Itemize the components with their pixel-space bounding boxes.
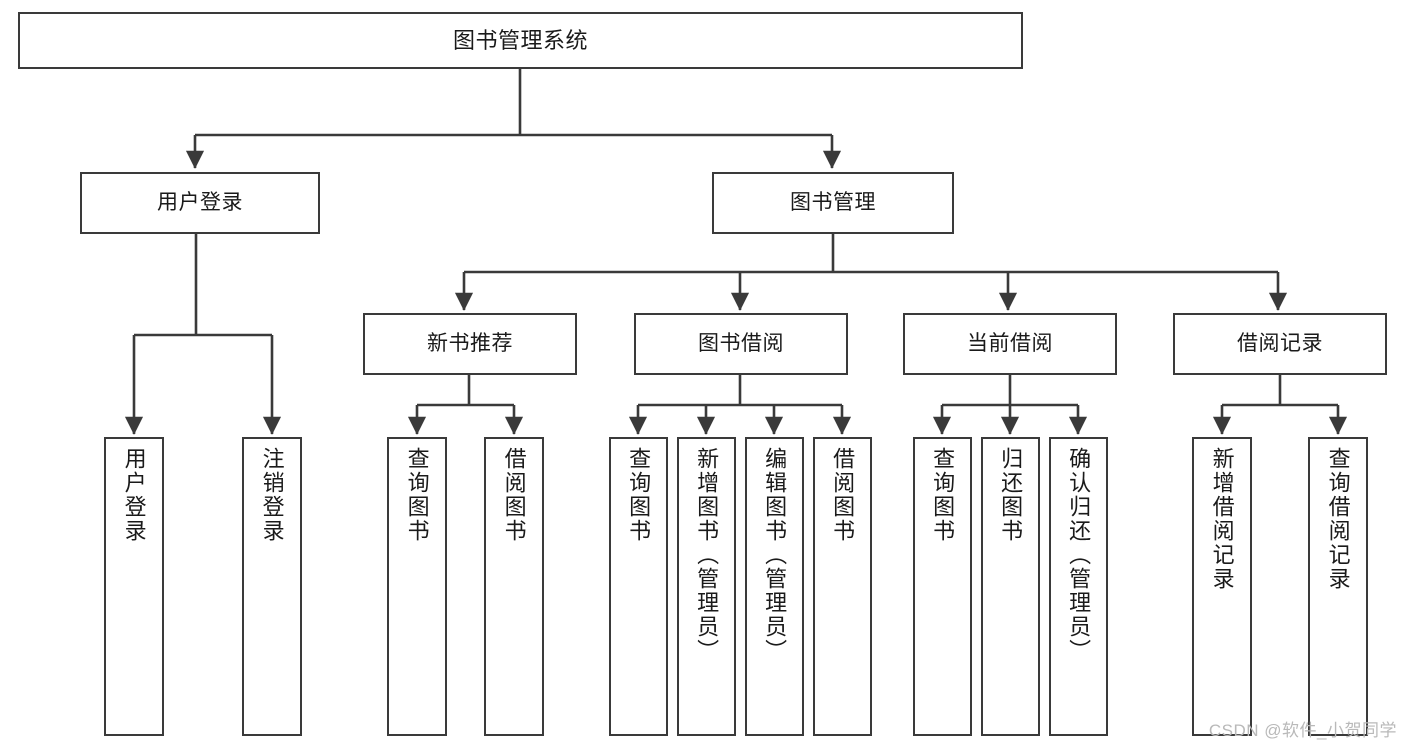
node-leaf-current-query-label: 查询图书 — [930, 447, 956, 543]
node-leaf-current-return[interactable]: 归还图书 — [981, 437, 1040, 736]
watermark: CSDN @软件_小贺同学 — [1208, 721, 1397, 740]
node-leaf-borrow-add-book-label: 新增图书（管理员） — [694, 447, 720, 663]
node-user-login[interactable]: 用户登录 — [80, 172, 320, 234]
node-leaf-borrow-edit-book-label: 编辑图书（管理员） — [762, 447, 788, 663]
node-current-borrow-label: 当前借阅 — [967, 331, 1053, 355]
node-leaf-user-logout-label: 注销登录 — [259, 447, 285, 543]
node-new-book-recommend-label: 新书推荐 — [427, 331, 513, 355]
node-book-borrow-label: 图书借阅 — [698, 331, 784, 355]
node-leaf-borrow-edit-book[interactable]: 编辑图书（管理员） — [745, 437, 804, 736]
node-leaf-record-query-label: 查询借阅记录 — [1325, 447, 1351, 591]
node-current-borrow[interactable]: 当前借阅 — [903, 313, 1117, 375]
node-leaf-user-logout[interactable]: 注销登录 — [242, 437, 302, 736]
node-leaf-newbook-borrow-label: 借阅图书 — [501, 447, 527, 543]
node-leaf-borrow-book[interactable]: 借阅图书 — [813, 437, 872, 736]
node-leaf-record-add-label: 新增借阅记录 — [1209, 447, 1235, 591]
node-root-label: 图书管理系统 — [452, 27, 588, 53]
node-leaf-current-confirm-return[interactable]: 确认归还（管理员） — [1049, 437, 1108, 736]
node-leaf-borrow-query-label: 查询图书 — [626, 447, 652, 543]
node-new-book-recommend[interactable]: 新书推荐 — [363, 313, 577, 375]
node-leaf-record-query[interactable]: 查询借阅记录 — [1308, 437, 1368, 736]
node-leaf-current-query[interactable]: 查询图书 — [913, 437, 972, 736]
node-book-management-label: 图书管理 — [790, 190, 876, 214]
node-leaf-borrow-add-book[interactable]: 新增图书（管理员） — [677, 437, 736, 736]
node-borrow-record-label: 借阅记录 — [1237, 331, 1323, 355]
node-leaf-current-return-label: 归还图书 — [998, 447, 1024, 543]
node-book-borrow[interactable]: 图书借阅 — [634, 313, 848, 375]
node-book-management[interactable]: 图书管理 — [712, 172, 954, 234]
node-leaf-borrow-book-label: 借阅图书 — [830, 447, 856, 543]
node-leaf-borrow-query[interactable]: 查询图书 — [609, 437, 668, 736]
node-leaf-record-add[interactable]: 新增借阅记录 — [1192, 437, 1252, 736]
node-leaf-current-confirm-return-label: 确认归还（管理员） — [1066, 447, 1092, 663]
node-leaf-newbook-query-label: 查询图书 — [404, 447, 430, 543]
node-leaf-user-login[interactable]: 用户登录 — [104, 437, 164, 736]
node-leaf-user-login-label: 用户登录 — [121, 447, 147, 543]
node-user-login-label: 用户登录 — [157, 190, 243, 214]
node-borrow-record[interactable]: 借阅记录 — [1173, 313, 1387, 375]
node-root[interactable]: 图书管理系统 — [18, 12, 1023, 69]
node-leaf-newbook-query[interactable]: 查询图书 — [387, 437, 447, 736]
node-leaf-newbook-borrow[interactable]: 借阅图书 — [484, 437, 544, 736]
